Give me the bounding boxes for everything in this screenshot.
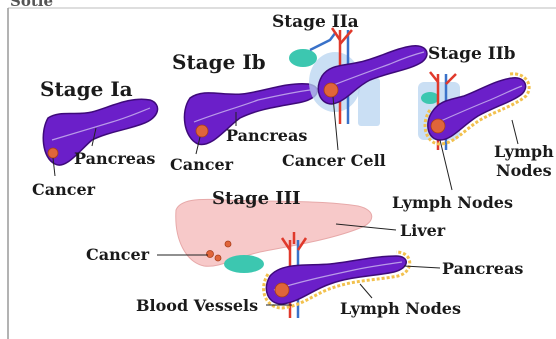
stage-iii-pancreas-label: Pancreas bbox=[442, 261, 523, 277]
stage-iib-gallbladder bbox=[421, 92, 439, 104]
stage-iia-artery-branch-2 bbox=[340, 30, 352, 44]
stage-ib-pancreas-label: Pancreas bbox=[226, 128, 307, 144]
stage-ib-title: Stage Ib bbox=[172, 52, 266, 72]
stage-ia-pancreas-label: Pancreas bbox=[74, 151, 155, 167]
stage-iii-liver-tumor-3 bbox=[225, 241, 231, 247]
stage-iib-lymph-leader bbox=[512, 120, 518, 144]
stage-ib-tumor bbox=[196, 125, 208, 137]
stage-ia-cancer-label: Cancer bbox=[32, 182, 95, 198]
stage-iii-lymph-nodes-label: Lymph Nodes bbox=[340, 301, 461, 317]
stage-iii-cancer-label: Cancer bbox=[86, 247, 149, 263]
stage-iia-title: Stage IIa bbox=[272, 14, 359, 31]
stage-iib-lymph-label-line2: Nodes bbox=[496, 163, 552, 179]
stage-iib-title: Stage IIb bbox=[428, 46, 516, 63]
stage-iii-liver-tumor-2 bbox=[215, 255, 221, 261]
stage-iii-gallbladder bbox=[224, 255, 264, 273]
stage-iii-tumor bbox=[275, 283, 289, 297]
stage-iia-bile-duct bbox=[310, 32, 336, 50]
stage-ia-tumor bbox=[48, 148, 58, 158]
stage-iia-gallbladder bbox=[289, 49, 317, 67]
stage-iib-lymph-nodes-label: Lymph Nodes bbox=[392, 195, 513, 211]
stage-iii-liver bbox=[176, 199, 372, 266]
stage-iii-blood-vessels-label: Blood Vessels bbox=[136, 298, 258, 314]
stage-iia-tumor bbox=[324, 83, 338, 97]
stage-ib-cancer-label: Cancer bbox=[170, 157, 233, 173]
stage-iib-tumor bbox=[431, 119, 445, 133]
header-fragment: Sotie bbox=[10, 0, 53, 9]
stage-iii-title: Stage III bbox=[212, 190, 301, 208]
stage-iii-lymph-nodes-leader bbox=[360, 284, 372, 298]
stage-iii-liver-label: Liver bbox=[400, 223, 445, 239]
stage-ia-title: Stage Ia bbox=[40, 79, 133, 99]
stage-iii-liver-tumor-1 bbox=[207, 251, 214, 258]
stage-iib-lymph-label-line1: Lymph bbox=[494, 144, 554, 160]
stage-iia-cancer-cell-label: Cancer Cell bbox=[282, 153, 386, 169]
stage-iii-pancreas bbox=[266, 256, 406, 304]
